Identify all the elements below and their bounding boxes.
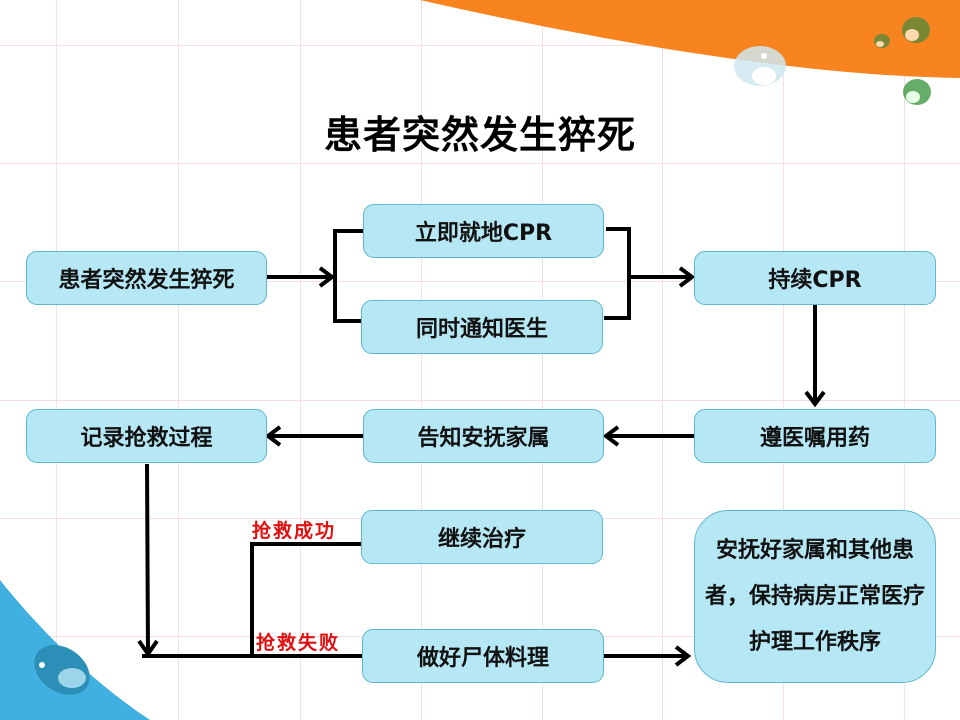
node-body-care[interactable]: 做好尸体料理 xyxy=(362,629,604,683)
grid-line xyxy=(178,0,179,720)
bracket-right xyxy=(604,227,631,320)
node-inform-family[interactable]: 告知安抚家属 xyxy=(363,409,604,463)
node-notify-doctor[interactable]: 同时通知医生 xyxy=(361,300,603,354)
water-droplet-icon xyxy=(903,79,931,105)
blue-swoosh-decoration xyxy=(0,580,150,720)
arrow-head xyxy=(678,266,696,288)
grid-line xyxy=(56,0,57,720)
grid-line xyxy=(783,0,784,720)
water-droplet-icon xyxy=(874,34,890,48)
grid-line xyxy=(0,281,960,282)
arrow-head xyxy=(264,425,282,447)
grid-line xyxy=(662,0,663,720)
grid-line xyxy=(904,0,905,720)
node-sudden-death[interactable]: 患者突然发生猝死 xyxy=(26,251,267,305)
node-immediate-cpr[interactable]: 立即就地CPR xyxy=(363,204,604,258)
grid-line xyxy=(542,0,543,720)
arrow-head xyxy=(602,425,620,447)
grid-line xyxy=(421,0,422,720)
water-droplet-icon xyxy=(34,645,90,695)
arrow-record-down xyxy=(145,463,150,655)
bracket-left xyxy=(333,229,363,323)
line-to-continue-treatment xyxy=(250,542,363,656)
node-comfort-all[interactable]: 安抚好家属和其他患者，保持病房正常医疗护理工作秩序 xyxy=(694,510,936,683)
grid-line xyxy=(0,400,960,401)
label-rescue-failure: 抢救失败 xyxy=(256,632,341,654)
page-title: 患者突然发生猝死 xyxy=(323,113,636,157)
orange-swoosh-decoration xyxy=(420,0,960,105)
grid-line xyxy=(0,45,960,46)
water-droplet-icon xyxy=(902,17,930,43)
node-medication[interactable]: 遵医嘱用药 xyxy=(694,409,936,463)
water-droplet-icon xyxy=(734,46,786,86)
arrow-head xyxy=(674,645,692,667)
grid-line xyxy=(300,0,301,720)
node-record-rescue[interactable]: 记录抢救过程 xyxy=(26,409,267,463)
node-continue-cpr[interactable]: 持续CPR xyxy=(694,251,936,305)
arrow-head xyxy=(804,390,826,408)
label-rescue-success: 抢救成功 xyxy=(252,520,337,542)
grid-line xyxy=(0,163,960,164)
node-continue-treatment[interactable]: 继续治疗 xyxy=(361,510,603,564)
arrow-head xyxy=(318,266,336,288)
